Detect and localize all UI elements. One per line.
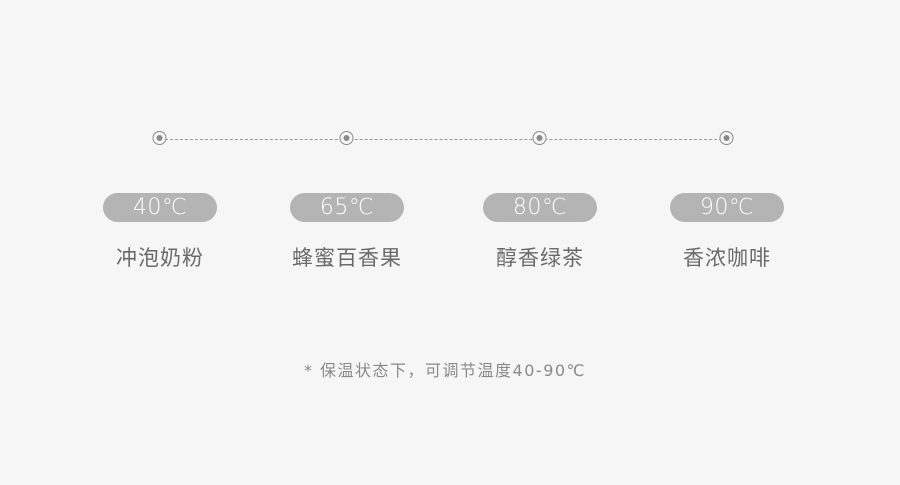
temperature-badge: 80℃ [483,193,597,222]
timeline-dot-icon [339,131,354,145]
timeline-dot-icon [532,131,547,145]
temperature-stop-40: 40℃ 冲泡奶粉 [80,193,240,272]
beverage-label: 蜂蜜百香果 [292,246,402,270]
temperature-stop-65: 65℃ 蜂蜜百香果 [267,193,427,272]
timeline-dashed-line [160,139,727,140]
beverage-label: 冲泡奶粉 [116,246,204,270]
temperature-badge: 65℃ [290,193,404,222]
footnote: * 保温状态下，可调节温度40-90℃ [303,361,587,380]
timeline-dot-icon [719,131,734,145]
temperature-badge: 40℃ [103,193,217,222]
timeline-dot-icon [152,131,167,145]
temperature-badge: 90℃ [670,193,784,222]
temperature-stop-80: 80℃ 醇香绿茶 [460,193,620,272]
beverage-label: 醇香绿茶 [496,246,584,270]
temperature-stop-90: 90℃ 香浓咖啡 [647,193,807,272]
beverage-label: 香浓咖啡 [683,246,771,270]
